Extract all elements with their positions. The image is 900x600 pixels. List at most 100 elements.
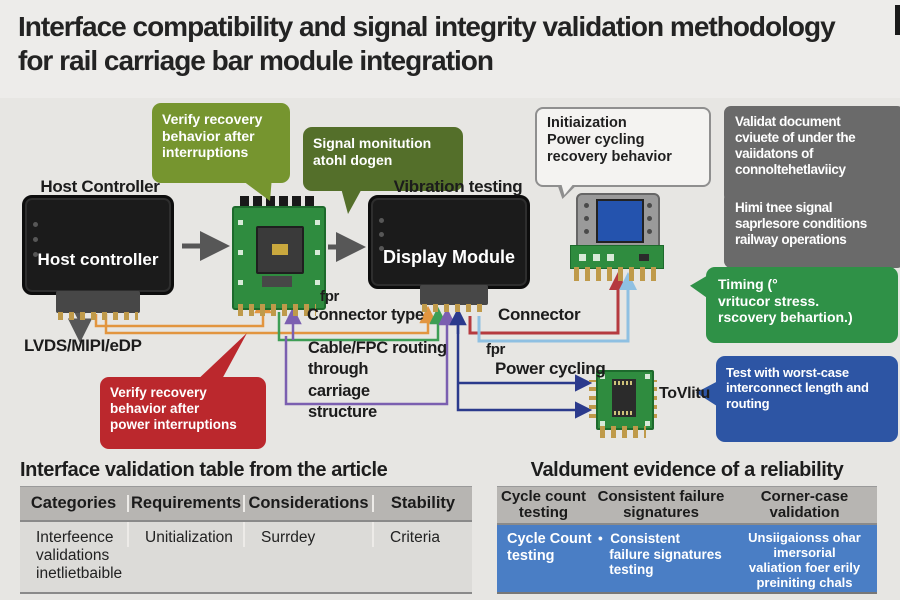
host-controller-device: Host controller bbox=[22, 195, 174, 295]
callout-verify-interruptions: Verify recovery behavior after interrupt… bbox=[152, 103, 290, 183]
callout-timing: Timing (° vritucor stress. rscovery beha… bbox=[706, 267, 898, 343]
handheld-button bbox=[647, 229, 652, 234]
table-header-row: Cycle count testing Consistent failure s… bbox=[497, 486, 877, 525]
right-table-title: Valdument evidence of a reliability bbox=[530, 459, 844, 481]
wire-navy-1 bbox=[456, 320, 593, 419]
smd-component bbox=[639, 254, 649, 261]
handheld-screen bbox=[596, 199, 644, 243]
connector-type-label: Connector type bbox=[307, 306, 424, 324]
title-line-1: Interface compatibility and signal integ… bbox=[18, 11, 836, 42]
camera-dot-icon bbox=[379, 246, 384, 251]
cable-fpc-routing-label: Cable/FPC routing through carriage struc… bbox=[308, 339, 447, 422]
callout-signal-conditions: Himi tnee signal saprlesore conditions r… bbox=[724, 192, 900, 268]
reliability-evidence-table: Cycle count testing Consistent failure s… bbox=[497, 486, 877, 594]
fpr2-label: fpr bbox=[486, 341, 506, 358]
handheld-tester-device bbox=[570, 193, 664, 285]
solder-pad bbox=[645, 374, 650, 379]
left-table-title: Interface validation table from the arti… bbox=[20, 459, 388, 481]
host-controller-label: Host Controller bbox=[40, 177, 160, 196]
display-module-screen-text: Display Module bbox=[382, 247, 516, 267]
solder-pad bbox=[645, 421, 650, 426]
chip-pins-bottom bbox=[600, 426, 646, 438]
wire-lightblue bbox=[477, 272, 637, 343]
display-connector-pins bbox=[422, 304, 486, 312]
table-cell: Unsiigaionss ohar imersorial valiation f… bbox=[748, 530, 861, 590]
solder-pad bbox=[579, 254, 586, 261]
camera-dot-icon bbox=[33, 237, 38, 242]
handheld-button bbox=[584, 229, 589, 234]
table-cell: Interfeence validations inetlietbaible bbox=[36, 529, 123, 582]
chip-core-pins bbox=[614, 381, 634, 385]
corner-artifact bbox=[895, 5, 900, 35]
table-row: Cycle Count testing • Consistent failure… bbox=[497, 525, 877, 594]
callout-worst-case: Test with worst-case interconnect length… bbox=[716, 356, 898, 442]
chip-name-label: ToVlitu bbox=[659, 385, 710, 402]
column-header: Requirements bbox=[127, 494, 243, 513]
solder-pad bbox=[607, 254, 614, 261]
title-band bbox=[0, 0, 900, 98]
power-cycling-label: Power cycling bbox=[495, 359, 606, 378]
column-header: Considerations bbox=[243, 494, 372, 513]
host-connector-pins bbox=[58, 312, 138, 320]
handheld-button bbox=[584, 216, 589, 221]
chip-pins-left bbox=[589, 380, 597, 418]
chip-die bbox=[272, 244, 288, 255]
title-line-2: for rail carriage bar module integration bbox=[18, 44, 494, 76]
interposer-pcb bbox=[232, 196, 326, 318]
handheld-button bbox=[647, 203, 652, 208]
camera-dot-icon bbox=[379, 218, 384, 223]
solder-pad bbox=[600, 374, 605, 379]
display-module-device: Display Module bbox=[368, 195, 530, 289]
table-cell: Criteria bbox=[372, 522, 472, 547]
wire-green bbox=[277, 306, 447, 342]
column-header: Stability bbox=[372, 494, 472, 513]
table-cell: Cycle Count testing bbox=[507, 531, 592, 564]
table-cell: Unitialization bbox=[127, 522, 243, 547]
column-header: Corner-case validation bbox=[760, 487, 849, 521]
table-cell: • Consistent failure signatures testing bbox=[598, 531, 722, 578]
connector-label: Connector bbox=[498, 305, 581, 324]
handheld-body bbox=[576, 193, 660, 251]
chip-core-pins bbox=[614, 411, 634, 415]
column-header: Cycle count testing bbox=[500, 487, 587, 521]
solder-pad bbox=[315, 280, 320, 285]
test-chip bbox=[589, 370, 657, 438]
solder-pad bbox=[593, 254, 600, 261]
display-connector bbox=[420, 285, 488, 305]
table-cell: Surrdey bbox=[243, 522, 372, 547]
wire-purple bbox=[284, 307, 456, 406]
vibration-testing-label: Vibration testing bbox=[393, 177, 523, 196]
pcb-main-chip bbox=[256, 226, 304, 274]
wire-orange-2 bbox=[104, 305, 437, 335]
handheld-pcb bbox=[570, 245, 664, 269]
callout-power-interruptions: Verify recovery behavior after power int… bbox=[100, 377, 266, 449]
page-title: Interface compatibility and signal integ… bbox=[18, 10, 894, 77]
column-header: Categories bbox=[30, 493, 117, 512]
solder-pad bbox=[315, 220, 320, 225]
callout-signal-monitoring: Signal monitution atohl dogen bbox=[303, 127, 463, 191]
handheld-button bbox=[584, 203, 589, 208]
host-connector bbox=[56, 291, 140, 313]
callout-validate-document: Validat document cviuete of under the va… bbox=[724, 106, 900, 202]
column-header: Consistent failure signatures bbox=[597, 487, 725, 521]
table-row: Interfeence validations inetlietbaible U… bbox=[20, 522, 472, 594]
camera-dot-icon bbox=[379, 232, 384, 237]
interface-validation-table: Categories Requirements Considerations S… bbox=[20, 486, 472, 594]
solder-pad bbox=[600, 421, 605, 426]
chip-board bbox=[596, 370, 654, 430]
solder-pad bbox=[238, 220, 243, 225]
pcb-small-ic bbox=[262, 276, 292, 287]
camera-dot-icon bbox=[33, 252, 38, 257]
pcb-board bbox=[232, 206, 326, 310]
camera-dot-icon bbox=[33, 222, 38, 227]
wire-red bbox=[468, 272, 627, 335]
chip-core bbox=[612, 379, 636, 417]
pcb-bottom-pins bbox=[238, 304, 316, 316]
host-controller-screen-text: Host controller bbox=[37, 250, 159, 269]
table-header-row: Categories Requirements Considerations S… bbox=[20, 486, 472, 522]
solder-pad bbox=[238, 280, 243, 285]
lvds-mipi-edp-label: LVDS/MIPI/eDP bbox=[24, 336, 142, 355]
handheld-pins bbox=[574, 267, 658, 281]
solder-pad bbox=[238, 250, 243, 255]
